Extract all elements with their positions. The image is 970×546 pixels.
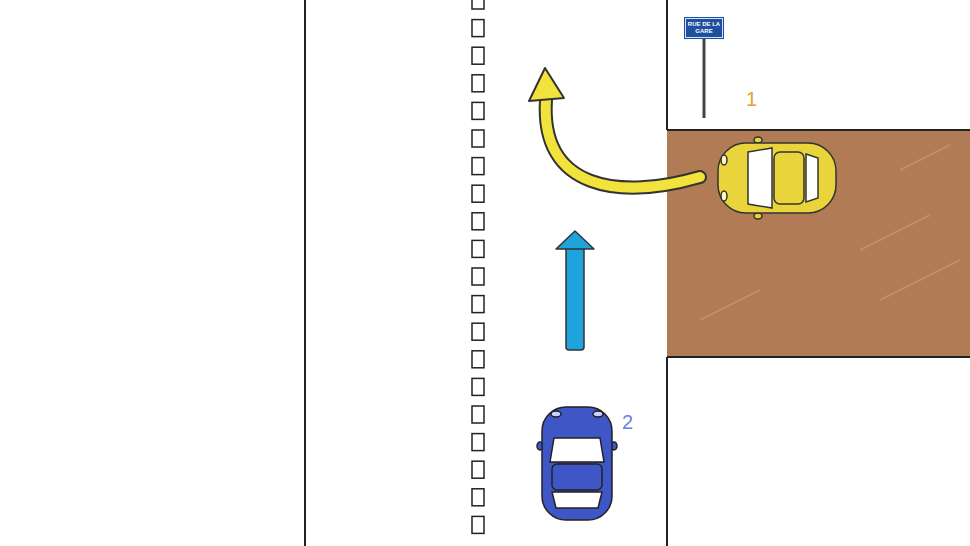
lane-dash (472, 516, 484, 533)
lane-dash (472, 20, 484, 37)
road-edge (666, 0, 668, 130)
callout-number: 1 (746, 88, 757, 111)
lane-dash (472, 185, 484, 202)
driveway-edge (667, 356, 970, 358)
lane-dash (472, 47, 484, 64)
lane-dash (472, 240, 484, 257)
lane-dash (472, 102, 484, 119)
lane-dash (472, 75, 484, 92)
street-sign: RUE DE LA GARE (685, 18, 723, 38)
driveway-edge (667, 129, 970, 131)
lane-dash (472, 268, 484, 285)
lane-dash (472, 378, 484, 395)
lane-dash (472, 406, 484, 423)
center-line (472, 0, 484, 533)
road-edge (666, 357, 668, 546)
lane-dash (472, 130, 484, 147)
sign-post (703, 38, 706, 118)
lane-dash (472, 434, 484, 451)
lane-dash (472, 296, 484, 313)
straight-arrow (556, 231, 594, 350)
blue-car (537, 407, 617, 520)
lane-dash (472, 461, 484, 478)
lane-dash (472, 489, 484, 506)
road-edge (304, 0, 306, 546)
yellow-car (718, 137, 836, 219)
lane-dash (472, 213, 484, 230)
callout-number: 2 (622, 411, 633, 434)
lane-dash (472, 0, 484, 9)
street-name: RUE DE LA GARE (687, 21, 721, 35)
lane-dash (472, 351, 484, 368)
lane-dash (472, 323, 484, 340)
driveway (667, 130, 970, 357)
lane-dash (472, 158, 484, 175)
turn-arrow (529, 68, 700, 188)
